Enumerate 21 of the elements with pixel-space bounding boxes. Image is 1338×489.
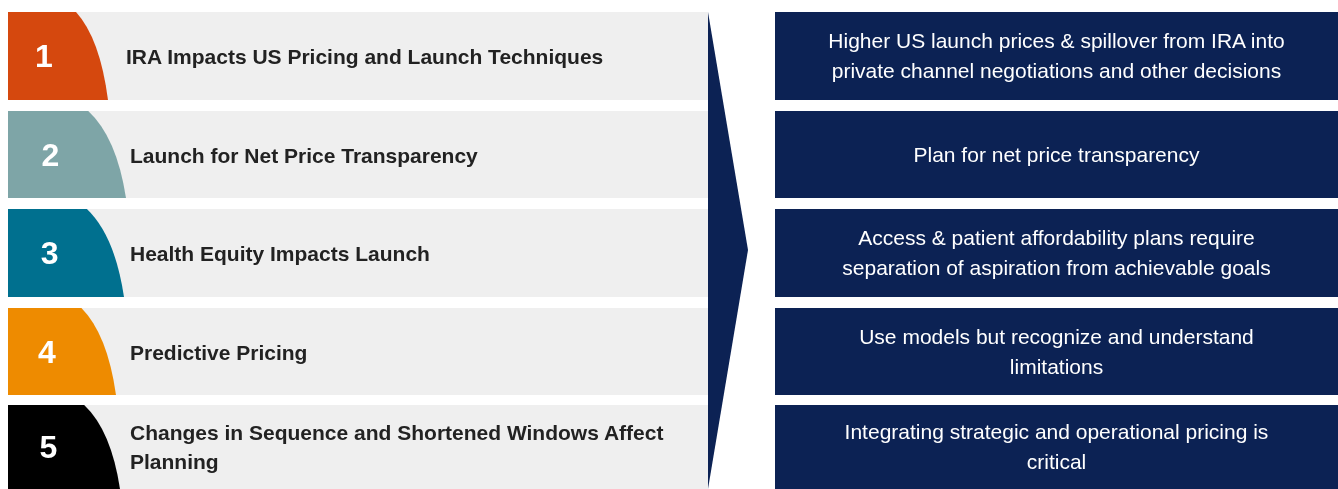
number-tab: 4: [8, 308, 116, 395]
step-title: Predictive Pricing: [130, 339, 309, 366]
outcome-box: Use models but recognize and understand limitations: [775, 308, 1338, 395]
number-tab: 2: [8, 111, 126, 198]
step-title: IRA Impacts US Pricing and Launch Techniques: [126, 43, 605, 70]
chevron-divider: [708, 12, 748, 489]
number-tab: 3: [8, 209, 124, 297]
step-title: Health Equity Impacts Launch: [130, 240, 431, 267]
outcome-box: Access & patient affordability plans require separation of aspiration from achievable goals: [775, 209, 1338, 297]
outcome-box: Integrating strategic and operational pricing is critical: [775, 405, 1338, 489]
step-band: [8, 308, 708, 395]
outcome-box: Higher US launch prices & spillover from IRA into private channel negotiations and other decisions: [775, 12, 1338, 100]
outcome-box: Plan for net price transparency: [775, 111, 1338, 198]
step-band: [8, 12, 708, 100]
number-tab: 1: [8, 12, 108, 100]
step-band: [8, 209, 708, 297]
step-band: [8, 405, 708, 489]
step-title: Launch for Net Price Transparency: [130, 142, 479, 169]
step-band: [8, 111, 708, 198]
number-tab: 5: [8, 405, 120, 489]
step-title: Changes in Sequence and Shortened Windows Affect Planning: [130, 420, 665, 475]
